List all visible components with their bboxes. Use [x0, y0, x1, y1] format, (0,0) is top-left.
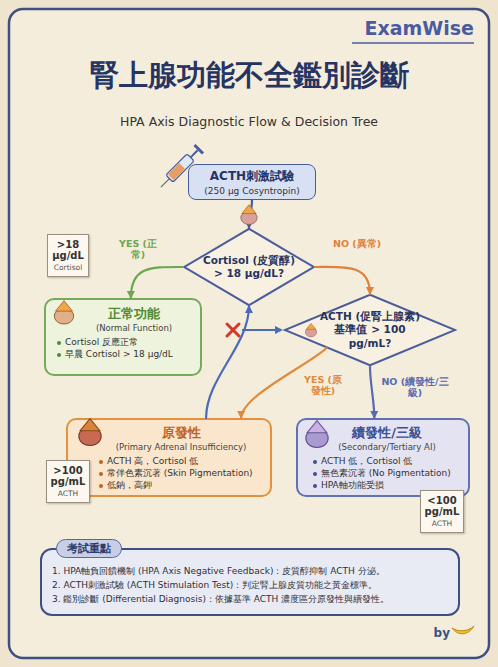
node-heading: 正常功能 — [76, 305, 192, 323]
node-heading: 原發性 — [98, 424, 264, 442]
kidney-shape — [241, 212, 257, 224]
notes-box: 考試重點1. HPA軸負回饋機制 (HPA Axis Negative Feed… — [40, 548, 460, 616]
node-heading: >18 μg/dL — [50, 239, 86, 261]
diamond-shape — [285, 295, 456, 366]
list-item: Cortisol 反應正常 — [56, 336, 192, 348]
node-heading: ACTH (促腎上腺素) 基準值 > 100 pg/mL? — [314, 310, 426, 349]
flow-arrow — [315, 267, 370, 294]
feedback-line — [242, 329, 276, 331]
block-cross — [227, 324, 239, 336]
node-text: (Secondary/Tertiary AI) — [312, 442, 462, 452]
list-item: ACTH 高，Cortisol 低 — [98, 455, 264, 467]
gland-cap — [242, 205, 256, 214]
syringe-handle — [193, 144, 204, 155]
node-heading: >100 pg/mL — [49, 465, 87, 487]
flow-arrow — [206, 306, 249, 418]
list-item: 常伴色素沉著 (Skin Pigmentation) — [98, 467, 264, 479]
banana-icon — [452, 626, 474, 634]
node-text: (250 μg Cosyntropin) — [193, 186, 311, 196]
node-text: 2. ACTH刺激試驗 (ACTH Stimulation Test)：判定腎上… — [52, 579, 448, 593]
node-heading: <100 pg/mL — [423, 495, 461, 517]
node-text: (Primary Adrenal Insufficiency) — [98, 442, 264, 452]
result-box: 續發性/三級(Secondary/Tertiary AI) ACTH 低，Cort… — [296, 418, 470, 497]
node-text: (Normal Function) — [76, 323, 192, 333]
subtitle: HPA Axis Diagnostic Flow & Decision Tree — [0, 114, 498, 129]
edge-label: NO (異常) — [332, 238, 382, 249]
node-heading: Cortisol (皮質醇) > 18 μg/dL? — [201, 254, 297, 280]
node-text: ACTH — [49, 489, 87, 498]
feedback-arrowhead — [275, 326, 283, 334]
node-text: 1. HPA軸負回饋機制 (HPA Axis Negative Feedback… — [52, 565, 448, 579]
list-item: 低鈉，高鉀 — [98, 479, 264, 491]
list-item: ACTH 低，Cortisol 低 — [312, 455, 462, 467]
list-item: 無色素沉著 (No Pigmentation) — [312, 467, 462, 479]
process-box: ACTH刺激試驗(250 μg Cosyntropin) — [188, 164, 316, 200]
node-heading: ACTH刺激試驗 — [193, 168, 311, 185]
node-heading: 續發性/三級 — [312, 424, 462, 442]
result-box: 原發性(Primary Adrenal Insufficiency) ACTH 高… — [66, 418, 272, 497]
syringe-needle — [161, 179, 169, 187]
value-tag: <100 pg/mL ACTH — [420, 490, 464, 533]
result-box: 正常功能(Normal Function) Cortisol 反應正常早晨 Cor… — [44, 298, 202, 376]
node-heading: 考試重點 — [56, 539, 122, 558]
flow-arrow — [249, 200, 252, 228]
cross-stroke — [227, 324, 239, 336]
edge-label: YES (正常) — [114, 238, 162, 261]
node-text: Cortisol — [50, 263, 86, 272]
edge-label: YES (原發性) — [300, 374, 346, 397]
adrenal-icon — [241, 205, 257, 225]
cross-stroke — [227, 324, 239, 336]
list-item: 早晨 Cortisol > 18 μg/dL — [56, 348, 192, 360]
brand-underline — [352, 42, 474, 44]
decision-diamond: ACTH (促腎上腺素) 基準值 > 100 pg/mL? — [283, 294, 457, 366]
diamond-shape — [184, 229, 313, 305]
title: 腎上腺功能不全鑑別診斷 — [0, 56, 498, 96]
card-frame — [9, 9, 489, 658]
brand-name: ExamWise — [352, 17, 474, 39]
flow-arrow — [370, 366, 374, 418]
flow-arrow — [131, 267, 183, 298]
decision-diamond: Cortisol (皮質醇) > 18 μg/dL? — [183, 228, 315, 306]
credit-text: by — [418, 626, 450, 640]
node-text: ACTH — [423, 519, 461, 528]
syringe-fluid — [168, 163, 185, 180]
value-tag: >18 μg/dL Cortisol — [47, 234, 89, 277]
value-tag: >100 pg/mL ACTH — [46, 460, 90, 503]
syringe-plunger — [191, 150, 198, 157]
edge-label: NO (續發性/三級) — [380, 376, 450, 399]
node-text: 3. 鑑別診斷 (Differential Diagnosis)：依據基準 AC… — [52, 593, 448, 607]
